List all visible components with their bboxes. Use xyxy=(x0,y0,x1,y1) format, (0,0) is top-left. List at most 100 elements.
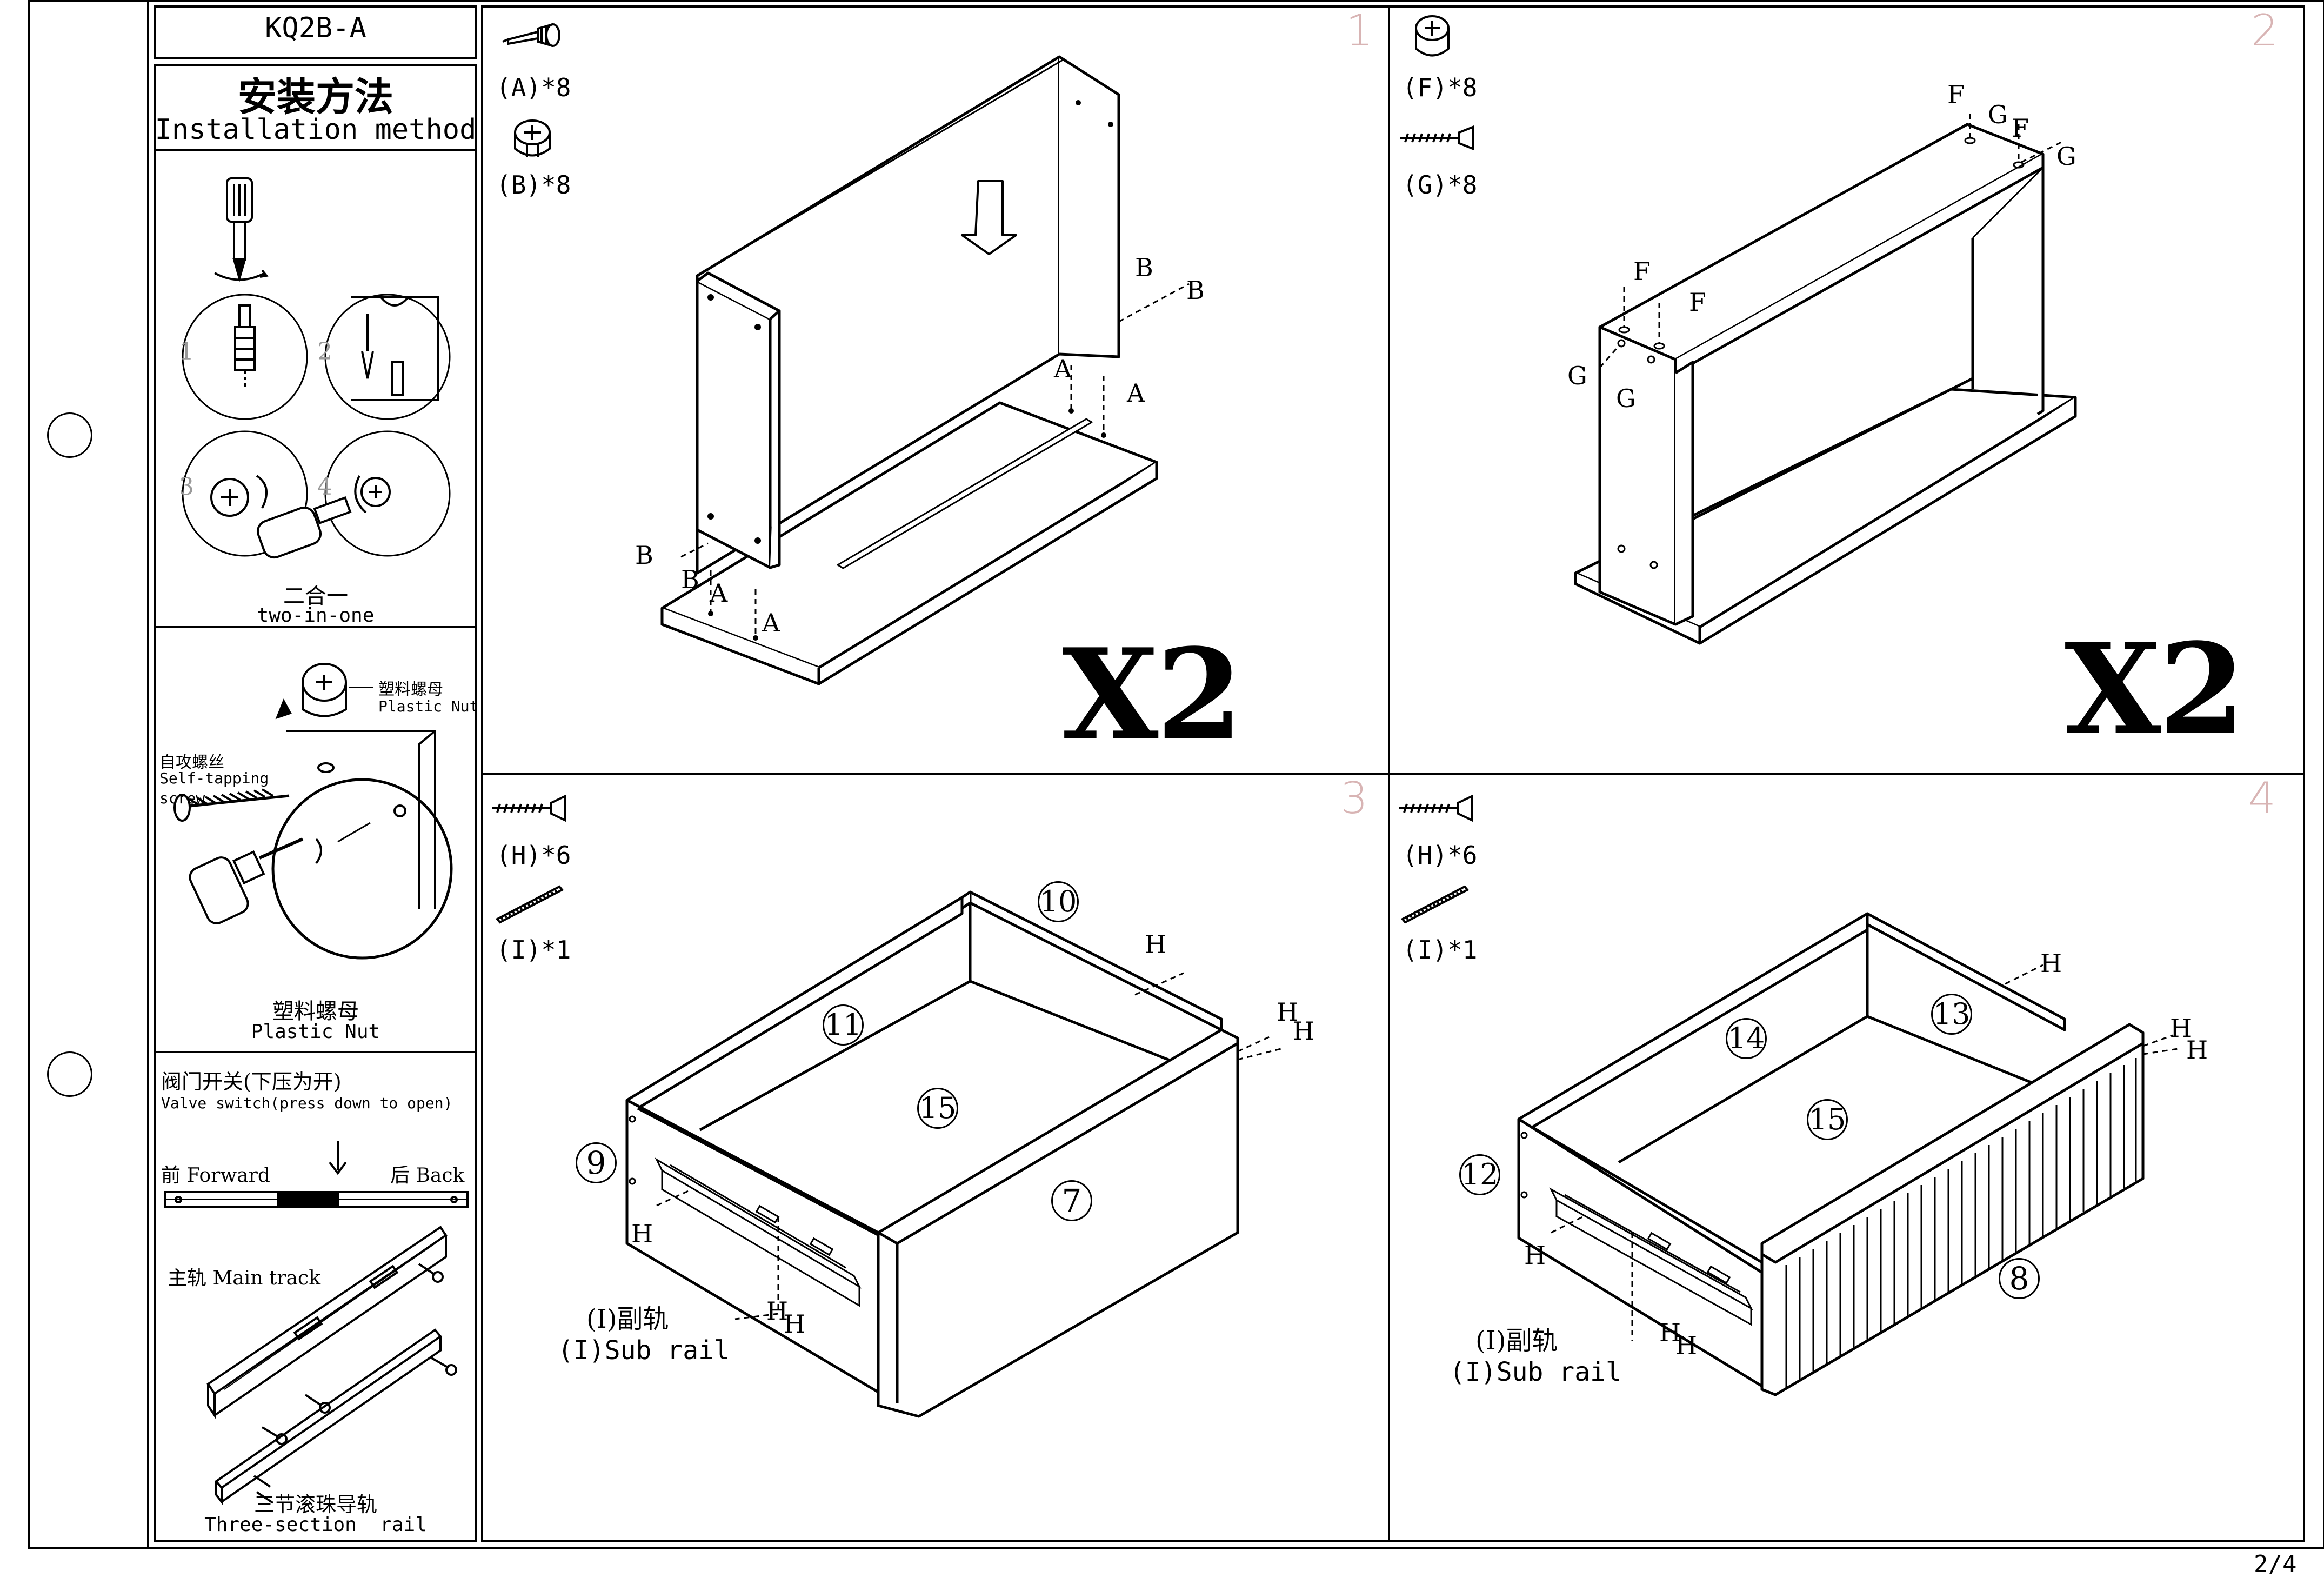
installation-title-en: Installation method xyxy=(155,114,477,146)
step-3-diagram xyxy=(625,890,1281,1418)
binder-hole-top xyxy=(47,412,92,458)
panel-number-15: 15 xyxy=(917,1088,958,1129)
callout-h-4: H xyxy=(631,1219,653,1248)
step-1-number: 1 xyxy=(1346,5,1373,56)
plastic-nut-label-cn: 塑料螺母 xyxy=(378,680,443,699)
part-a-label: (A)*8 xyxy=(496,73,571,102)
callout-b-2: B xyxy=(1186,276,1205,305)
callout-b-3: B xyxy=(635,541,653,570)
callout-h-2: H xyxy=(2170,1014,2192,1043)
callout-f-1: F xyxy=(1947,80,1965,109)
callout-h-2: H xyxy=(1277,997,1299,1027)
step-4-diagram xyxy=(1517,912,2179,1396)
part-g-label: (G)*8 xyxy=(1403,170,1478,199)
step-2-multiplier: X2 xyxy=(2065,616,2245,762)
part-h-label: (H)*6 xyxy=(1403,841,1478,870)
sub-rail-label-en: (I)Sub rail xyxy=(558,1335,730,1366)
callout-h-6: H xyxy=(1675,1331,1698,1360)
panel-number-11: 11 xyxy=(823,1004,864,1046)
main-track-label: 主轨 Main track xyxy=(168,1267,321,1289)
two-in-one-illustration: 1 2 3 4 xyxy=(179,177,451,559)
two-in-one-caption-cn: 二合一 xyxy=(283,584,348,609)
sidebar-divider xyxy=(154,149,477,151)
step-number-1: 1 xyxy=(179,338,194,365)
step-1-diagram xyxy=(660,55,1190,685)
callout-a-4: A xyxy=(762,608,780,637)
part-i-label: (I)*1 xyxy=(1403,935,1478,964)
step-4-number: 4 xyxy=(2248,773,2276,823)
part-h-label: (H)*6 xyxy=(496,841,571,870)
page-number: 2/4 xyxy=(2254,1550,2297,1578)
sidebar-divider xyxy=(154,626,477,628)
step-2-number: 2 xyxy=(2251,5,2279,56)
installation-title-cn: 安装方法 xyxy=(237,74,393,119)
step-number-2: 2 xyxy=(317,338,332,365)
sub-rail-label-cn: (I)副轨 xyxy=(586,1304,669,1334)
step-number-4: 4 xyxy=(317,473,332,501)
sidebar-panel xyxy=(154,64,477,1542)
valve-switch-label-en: Valve switch(press down to open) xyxy=(161,1094,453,1112)
callout-h-1: H xyxy=(1145,930,1167,959)
callout-a-2: A xyxy=(1127,378,1145,408)
callout-h-6: H xyxy=(784,1309,806,1339)
panel-number-14: 14 xyxy=(1726,1018,1767,1059)
step-3-number: 3 xyxy=(1340,773,1368,823)
part-b-label: (B)*8 xyxy=(496,170,571,199)
panel-number-10: 10 xyxy=(1038,881,1079,922)
panel-number-7: 7 xyxy=(1051,1180,1092,1221)
callout-h-3: H xyxy=(2186,1035,2208,1064)
callout-b-1: B xyxy=(1135,253,1153,282)
panel-number-12: 12 xyxy=(1459,1154,1500,1195)
self-tapping-label-en-1: Self-tapping xyxy=(159,769,269,787)
callout-g-3: G xyxy=(1567,361,1587,390)
plastic-nut-illustration xyxy=(173,663,453,960)
three-section-rail-caption-en: Three-section rail xyxy=(204,1514,427,1536)
step-number-3: 3 xyxy=(179,473,194,501)
callout-g-1: G xyxy=(1988,100,2008,129)
panel-number-8: 8 xyxy=(1999,1258,2040,1299)
grid-horizontal-divider xyxy=(481,773,2305,775)
plastic-nut-icon xyxy=(1415,15,1450,57)
callout-f-2: F xyxy=(2012,114,2029,143)
plastic-nut-caption-cn: 塑料螺母 xyxy=(272,999,359,1024)
callout-f-3: F xyxy=(1633,257,1651,286)
screw-icon xyxy=(1400,125,1474,150)
rail-icon xyxy=(1400,885,1470,924)
cam-bolt-icon xyxy=(502,23,560,47)
screw-icon xyxy=(1399,794,1473,822)
callout-b-4: B xyxy=(681,565,699,594)
sub-rail-label-en: (I)Sub rail xyxy=(1450,1357,1621,1387)
sidebar-divider xyxy=(154,1051,477,1053)
rail-icon xyxy=(495,885,564,924)
model-box xyxy=(154,5,477,59)
back-label: 后 Back xyxy=(390,1164,465,1187)
valve-switch-label-cn: 阀门开关(下压为开) xyxy=(161,1070,342,1094)
binder-margin-line xyxy=(147,0,149,1549)
callout-h-4: H xyxy=(1524,1241,1546,1270)
callout-a-3: A xyxy=(710,578,728,608)
forward-label: 前 Forward xyxy=(161,1164,270,1187)
binder-hole-bottom xyxy=(47,1051,92,1097)
callout-h-3: H xyxy=(1293,1016,1315,1046)
model-number: KQ2B-A xyxy=(265,12,366,44)
sub-rail-label-cn: (I)副轨 xyxy=(1475,1326,1558,1356)
two-in-one-caption-en: two-in-one xyxy=(257,604,375,627)
callout-a-1: A xyxy=(1054,354,1072,383)
part-f-label: (F)*8 xyxy=(1403,73,1478,102)
panel-number-13: 13 xyxy=(1931,994,1972,1035)
panel-number-15: 15 xyxy=(1807,1099,1848,1140)
plastic-nut-label-en: Plastic Nut xyxy=(378,697,479,715)
callout-h-1: H xyxy=(2040,949,2062,978)
three-section-rail-illustration xyxy=(164,1141,469,1505)
part-i-label: (I)*1 xyxy=(496,935,571,964)
callout-h-5: H xyxy=(766,1296,789,1326)
self-tapping-label-cn: 自攻螺丝 xyxy=(159,753,224,772)
callout-g-4: G xyxy=(1616,384,1636,413)
plastic-nut-caption-en: Plastic Nut xyxy=(251,1021,380,1043)
callout-f-4: F xyxy=(1689,288,1706,317)
self-tapping-label-en-2: screw xyxy=(159,789,205,807)
cam-nut-icon xyxy=(514,119,551,157)
panel-number-9: 9 xyxy=(576,1142,617,1183)
callout-h-5: H xyxy=(1659,1318,1681,1347)
three-section-rail-caption-cn: 三节滚珠导轨 xyxy=(253,1493,377,1516)
